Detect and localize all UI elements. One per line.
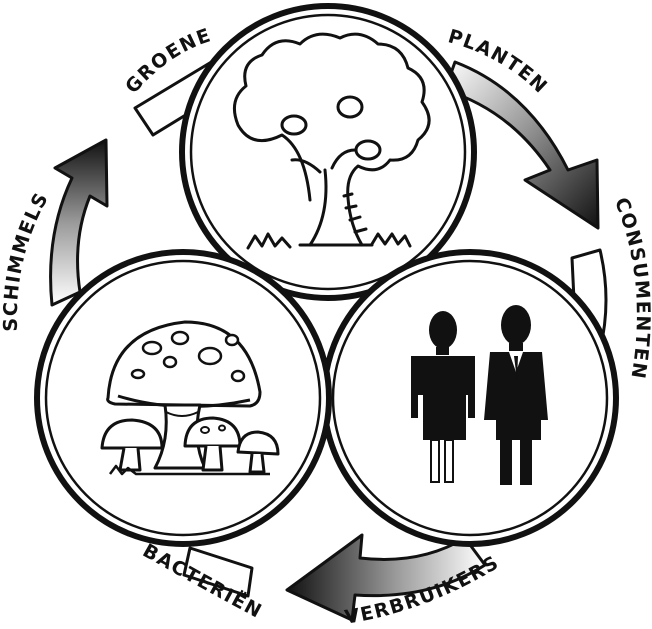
label-consumenten: CONSUMENTEN xyxy=(610,195,652,382)
arrow-schimmels-to-groene xyxy=(49,138,109,307)
circle-tree xyxy=(179,3,477,301)
mushroom-icon xyxy=(100,320,280,476)
label-schimmels: SCHIMMELS xyxy=(0,188,53,332)
arrow-planten-to-consumenten xyxy=(443,60,600,230)
band-bacterien xyxy=(182,546,254,598)
people-icon xyxy=(411,305,548,485)
tree-icon xyxy=(232,32,431,250)
arrow-verbruikers-to-bacterien xyxy=(285,533,487,622)
